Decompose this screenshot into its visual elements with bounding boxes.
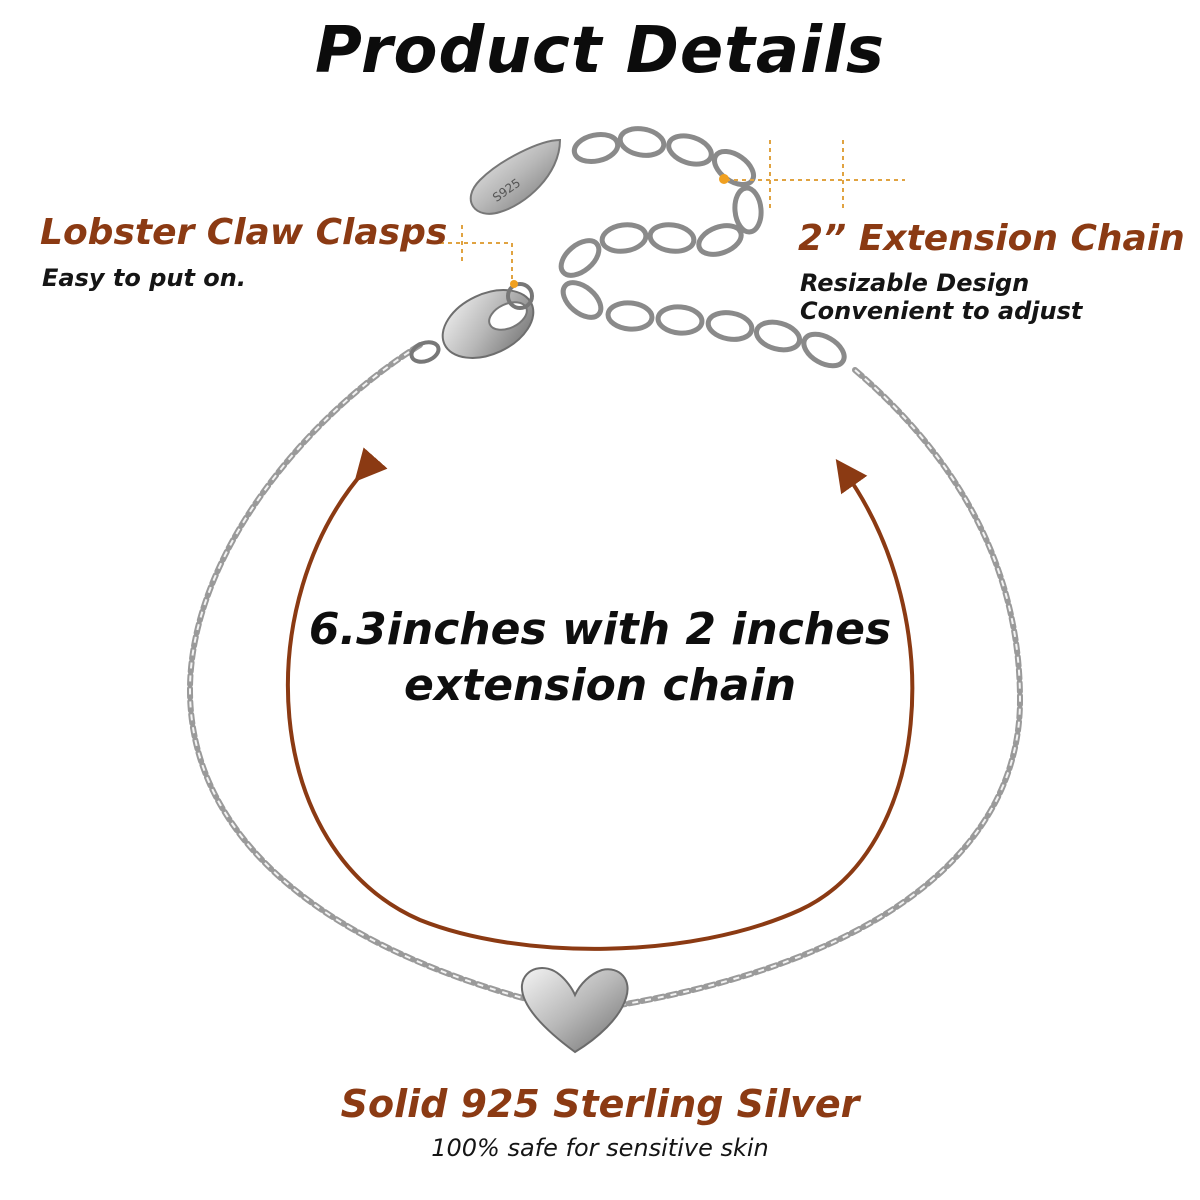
lobster-claw-clasp-icon	[409, 282, 535, 364]
extension-chain	[558, 126, 847, 369]
clasp-callout-connector	[440, 225, 513, 282]
extension-callout-connector	[726, 140, 905, 210]
bracelet-chain-right-inner	[619, 369, 1022, 1006]
extension-callout-heading: 2” Extension Chain	[798, 218, 1185, 259]
teardrop-tag-icon: S925	[469, 138, 562, 215]
extension-callout-subtitle-line2: Convenient to adjust	[800, 297, 1083, 325]
bracelet-chain-left-inner	[188, 344, 531, 1001]
heart-pendant-icon	[520, 966, 629, 1054]
extension-callout-subtitle-line1: Resizable Design	[800, 269, 1030, 297]
material-subtitle: 100% safe for sensitive skin	[431, 1134, 769, 1162]
length-description-line2: extension chain	[403, 660, 797, 711]
extension-callout-dot	[719, 174, 729, 184]
page-title: Product Details	[315, 14, 885, 88]
clasp-callout-subtitle: Easy to put on.	[42, 264, 246, 292]
length-description-line1: 6.3inches with 2 inches	[308, 604, 892, 655]
curved-arrow-icon	[285, 447, 915, 951]
material-heading: Solid 925 Sterling Silver	[340, 1082, 860, 1126]
clasp-callout-heading: Lobster Claw Clasps	[40, 212, 448, 253]
clasp-callout-dot	[510, 280, 518, 288]
